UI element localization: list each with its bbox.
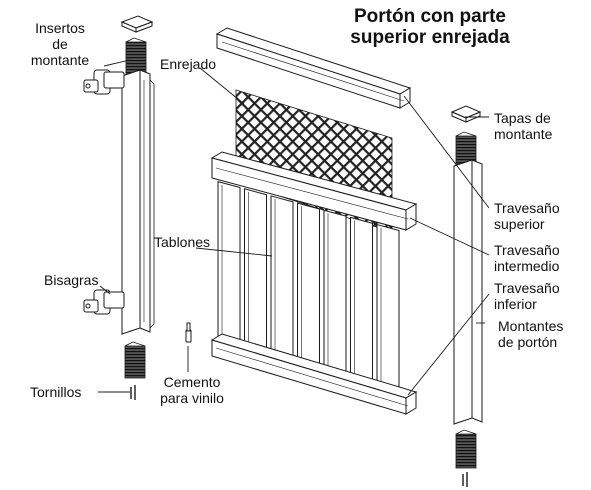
left-post [121,69,151,335]
right-post-bottom-insert [455,429,477,469]
picket-board [376,223,400,394]
label-montantes-de-porton: Montantes de portón [498,318,564,350]
right-post-cap [450,105,482,123]
title-line-2: superior enrejada [350,27,510,48]
picket-board [244,188,267,358]
picket-board [350,216,373,386]
label-bisagras: Bisagras [44,272,99,288]
label-travesano-superior: Travesaño superior [494,200,560,232]
lower-hinge [83,289,125,315]
left-screws [130,385,136,400]
middle-rail [210,151,418,231]
leader-lines [98,59,490,396]
label-tapas-de-montante: Tapas de montante [494,110,553,142]
bottom-rail [210,333,418,415]
label-tablones: Tablones [154,234,211,250]
label-enrejado: Enrejado [160,56,217,72]
diagram-title: Portón con parte superior enrejada [330,6,530,48]
picket-board [297,202,320,372]
right-post [453,159,483,425]
label-cemento-para-vinilo: Cemento para vinilo [160,374,224,406]
label-travesano-inferior: Travesaño inferior [494,280,560,312]
right-screws [462,472,468,487]
title-line-1: Portón con parte [353,6,506,27]
picket-board [323,209,347,379]
left-post-cap [120,15,154,33]
picket-board [217,180,241,351]
label-travesano-intermedio: Travesaño intermedio [494,242,560,274]
top-rail [215,27,412,109]
label-insertos-de-montante: Insertos de montante [30,20,90,68]
picket-board [270,195,294,365]
upper-hinge [83,69,125,95]
label-tornillos: Tornillos [30,384,82,400]
vinyl-cement-tube [185,322,192,343]
left-post-bottom-insert [124,341,146,379]
left-post-hinge-strip [149,79,155,329]
